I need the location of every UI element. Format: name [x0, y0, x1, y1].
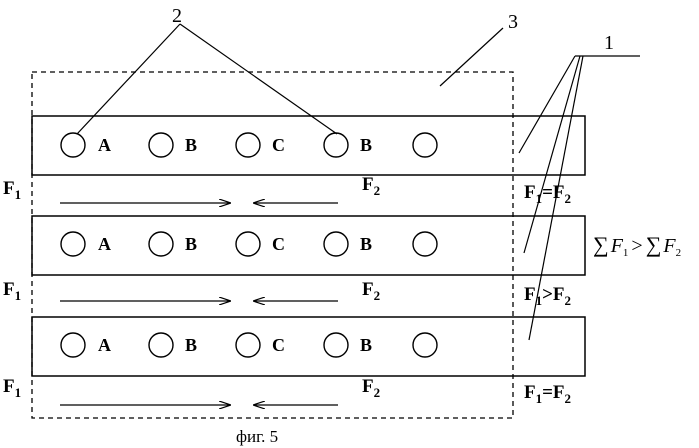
callout-3: 3: [508, 11, 518, 33]
circle-label: B: [360, 234, 372, 254]
circle-label: B: [360, 335, 372, 355]
circle-a: [61, 232, 85, 256]
f2-label-row1: F2: [362, 174, 380, 198]
circle-a: [61, 333, 85, 357]
circle-label: B: [185, 234, 197, 254]
strip-1: [32, 116, 585, 175]
leader-2a: [77, 24, 180, 134]
circle-label: B: [360, 135, 372, 155]
sum-inequality: ∑F1>∑F2: [593, 232, 681, 259]
strip-2: [32, 216, 585, 275]
circle-label: C: [272, 335, 285, 355]
row-2-circles: A B C B: [61, 232, 437, 256]
circle-b: [149, 133, 173, 157]
row-1-circles: A B C B: [61, 133, 437, 157]
f1-label-row3: F1: [3, 376, 21, 400]
leader-1b: [524, 56, 580, 253]
circle-c: [236, 333, 260, 357]
callout-2: 2: [172, 5, 182, 27]
condition-row1: F1=F2: [524, 182, 571, 206]
circle-b: [149, 232, 173, 256]
callout-1: 1: [604, 32, 614, 54]
circle-label: C: [272, 234, 285, 254]
circle-b2: [324, 232, 348, 256]
f2-label-row3: F2: [362, 376, 380, 400]
leader-3: [440, 28, 503, 86]
circle-b2: [324, 133, 348, 157]
figure-caption: фиг. 5: [236, 427, 278, 446]
circle-b2: [324, 333, 348, 357]
circle-c: [236, 232, 260, 256]
circle-label: B: [185, 335, 197, 355]
circle-label: A: [98, 335, 111, 355]
circle-empty: [413, 232, 437, 256]
circle-label: C: [272, 135, 285, 155]
leader-2b: [180, 24, 337, 134]
f1-label-row1: F1: [3, 178, 21, 202]
f1-label-row2: F1: [3, 279, 21, 303]
strip-3: [32, 317, 585, 376]
condition-row2: F1>F2: [524, 284, 571, 308]
circle-a: [61, 133, 85, 157]
circle-label: A: [98, 135, 111, 155]
circle-b: [149, 333, 173, 357]
circle-label: A: [98, 234, 111, 254]
circle-label: B: [185, 135, 197, 155]
condition-row3: F1=F2: [524, 382, 571, 406]
f2-label-row2: F2: [362, 279, 380, 303]
row-3-circles: A B C B: [61, 333, 437, 357]
circle-empty: [413, 133, 437, 157]
circle-empty: [413, 333, 437, 357]
circle-c: [236, 133, 260, 157]
